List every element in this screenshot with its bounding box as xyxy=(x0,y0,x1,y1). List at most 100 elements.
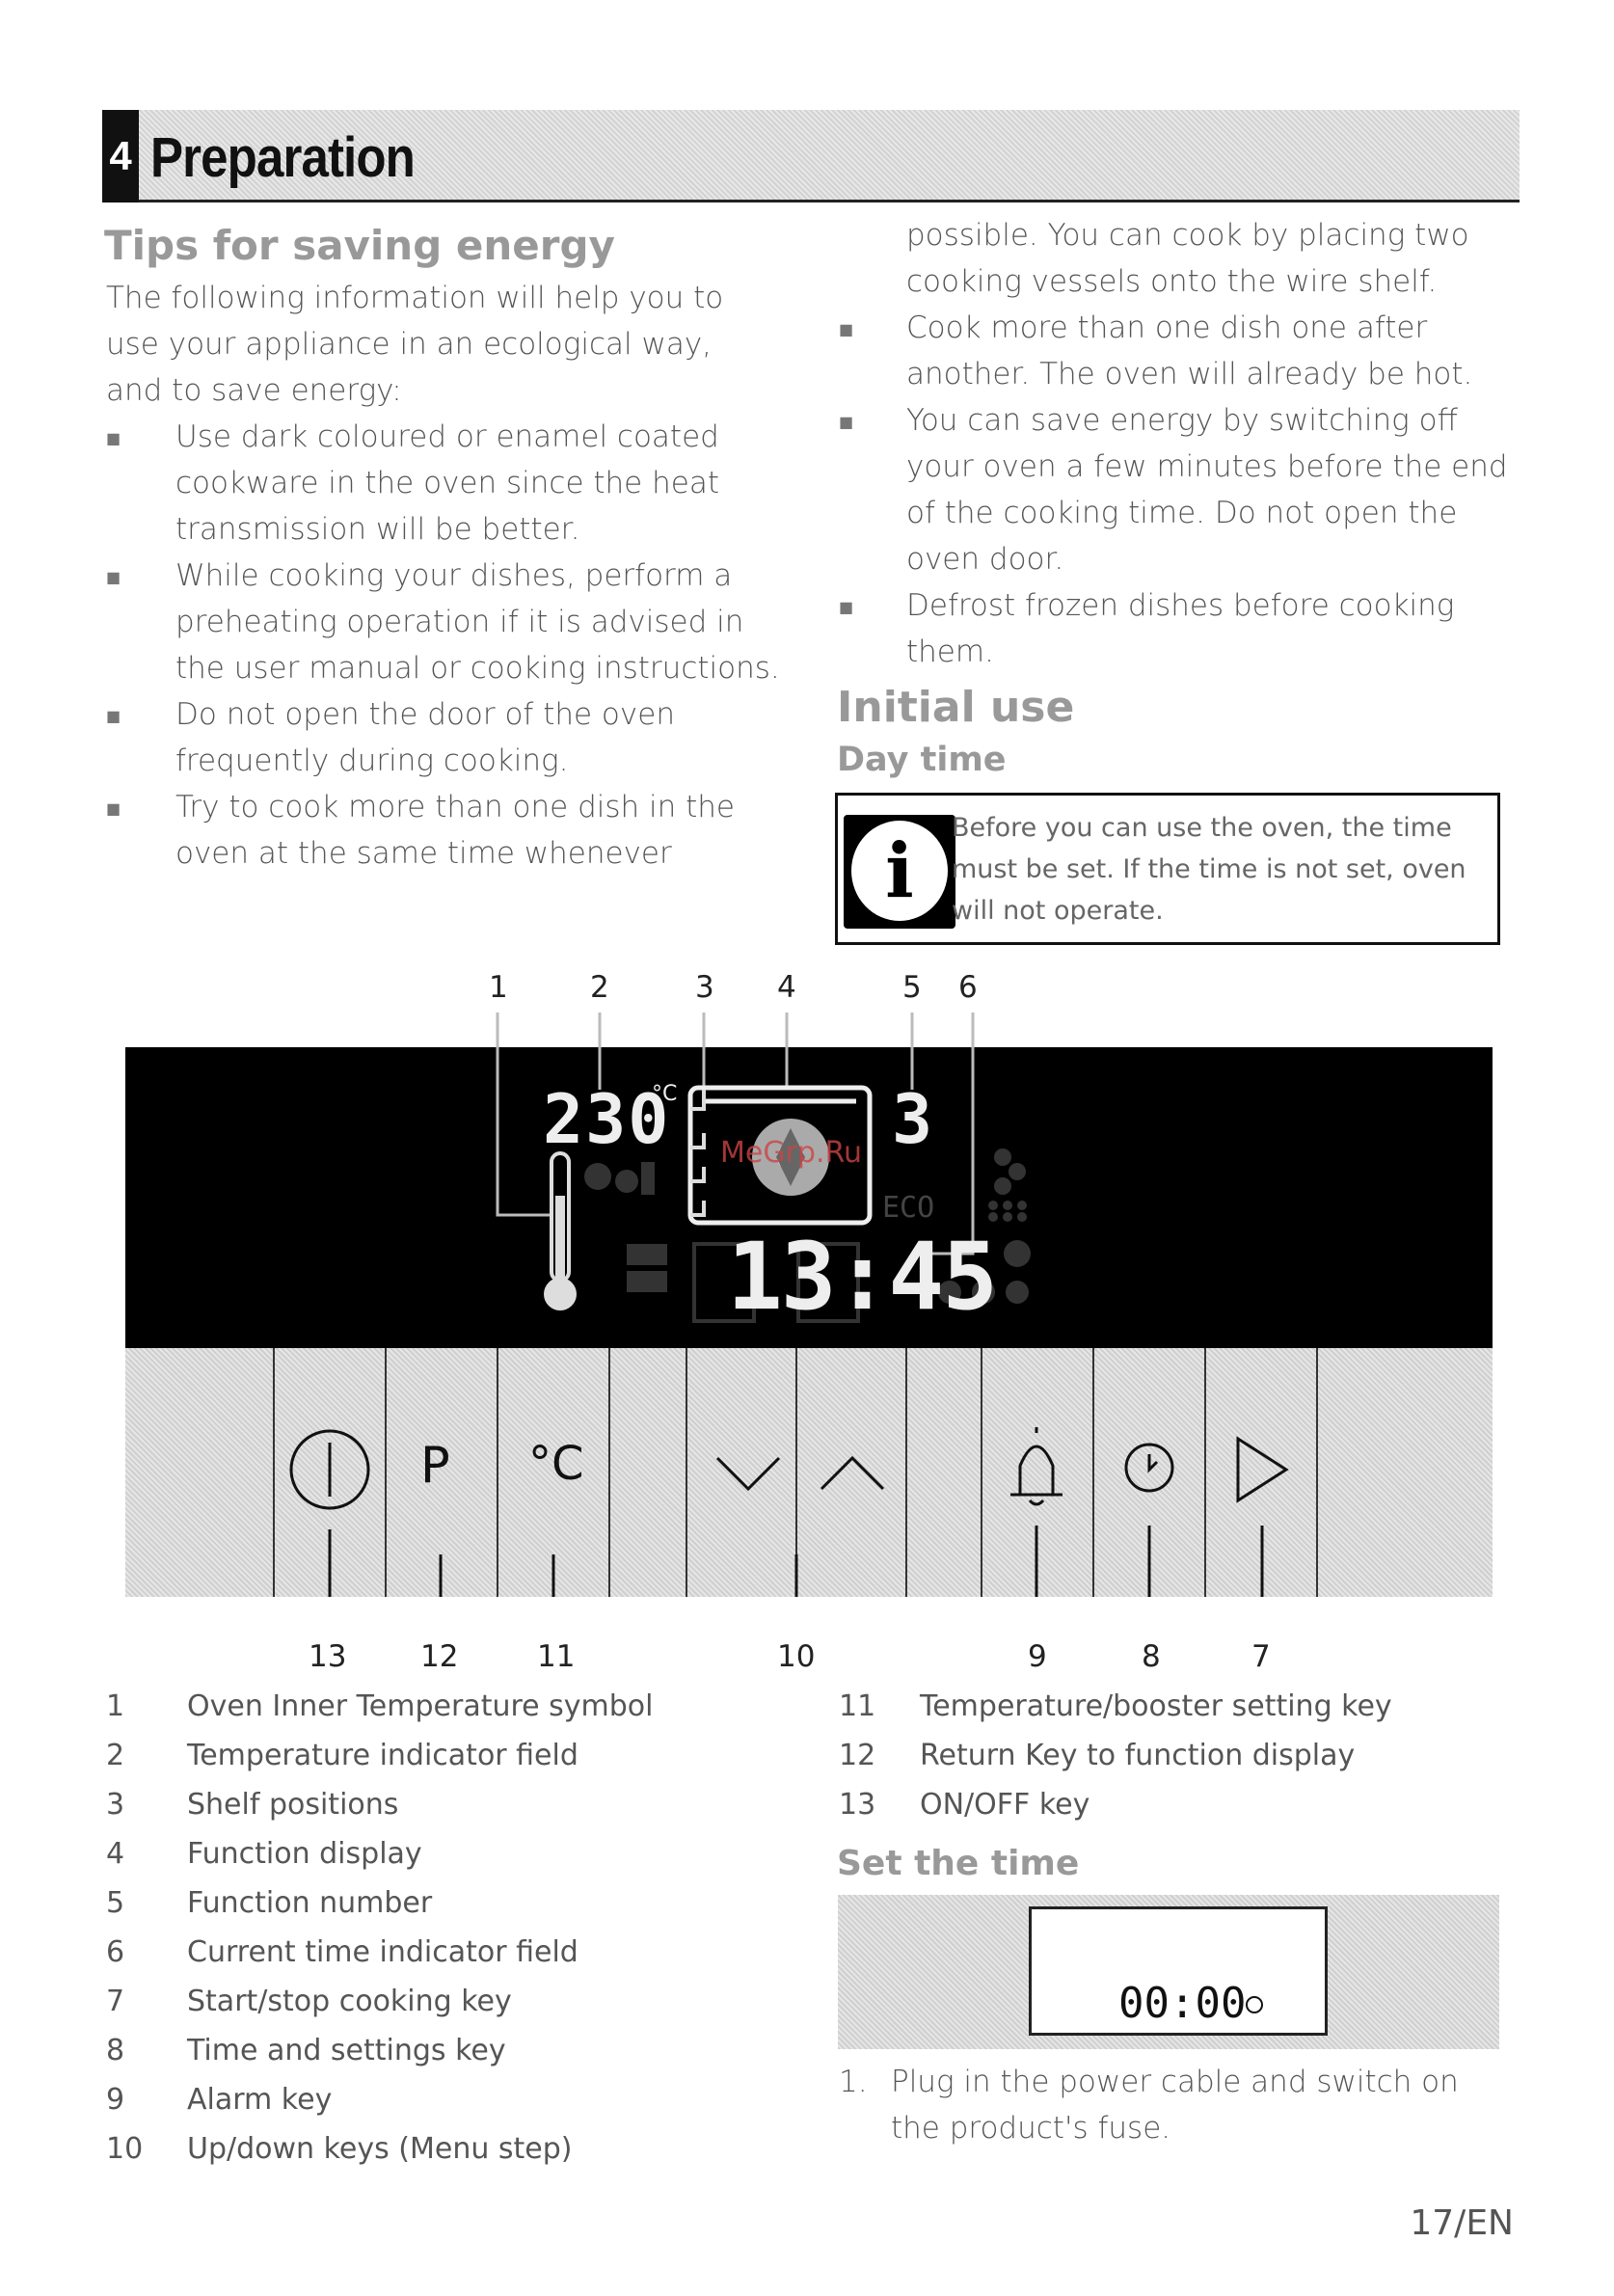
text-line: cookware in the oven since the heat xyxy=(175,466,719,500)
callout-6: 6 xyxy=(958,970,978,1005)
chevron-up-icon[interactable] xyxy=(820,1455,885,1491)
legend-number: 8 xyxy=(106,2034,125,2067)
text-line: cooking vessels onto the wire shelf. xyxy=(906,264,1438,299)
text-line: Before you can use the oven, the time xyxy=(952,813,1452,843)
legend-number: 10 xyxy=(106,2132,144,2166)
text-line: You can save energy by switching off xyxy=(906,403,1458,438)
text-line: preheating operation if it is advised in xyxy=(175,605,744,639)
legend-text: Alarm key xyxy=(187,2083,333,2117)
step-number: 1. xyxy=(839,2065,868,2099)
power-icon[interactable] xyxy=(289,1429,370,1510)
tips-intro: The following information will help you … xyxy=(106,275,723,414)
return-key[interactable]: P xyxy=(420,1437,451,1495)
day-time-heading: Day time xyxy=(837,741,1007,779)
set-time-figure: 00:00 xyxy=(838,1895,1499,2049)
legend-number: 4 xyxy=(106,1837,125,1871)
tip-bullet-3: Do not open the door of the oven frequen… xyxy=(175,691,675,784)
callout-2: 2 xyxy=(590,970,609,1005)
temperature-unit: °C xyxy=(652,1082,678,1106)
temperature-key[interactable]: °C xyxy=(528,1437,584,1491)
legend-text: Shelf positions xyxy=(187,1788,399,1822)
oven-display-panel xyxy=(125,1047,1493,1348)
bullet: ■ xyxy=(106,799,121,818)
legend-text: Up/down keys (Menu step) xyxy=(187,2132,573,2166)
callout-13: 13 xyxy=(309,1639,347,1674)
legend-text: Current time indicator field xyxy=(187,1935,578,1969)
text-line: Defrost frozen dishes before cooking xyxy=(906,588,1455,623)
text-line: the user manual or cooking instructions. xyxy=(175,651,780,686)
text-line: oven door. xyxy=(906,542,1064,577)
keys-drawing xyxy=(273,1348,1318,1597)
text-line: The following information will help you … xyxy=(106,281,724,315)
step-text: Plug in the power cable and switch on th… xyxy=(891,2059,1459,2151)
tip-bullet-6: You can save energy by switching off you… xyxy=(906,397,1508,582)
set-time-screen: 00:00 xyxy=(1029,1906,1328,2036)
text-line: While cooking your dishes, perform a xyxy=(175,558,733,593)
text-line: of the cooking time. Do not open the xyxy=(906,496,1458,530)
legend-number: 7 xyxy=(106,1985,125,2018)
text-line: use your appliance in an ecological way, xyxy=(106,327,713,362)
info-glyph: i xyxy=(851,821,948,921)
play-icon[interactable] xyxy=(1236,1436,1289,1503)
text-line: must be set. If the time is not set, ove… xyxy=(952,854,1466,884)
text-line: the product's fuse. xyxy=(891,2111,1171,2146)
text-line: and to save energy: xyxy=(106,373,402,408)
bullet: ■ xyxy=(106,429,121,447)
bullet: ■ xyxy=(839,598,854,616)
callout-7: 7 xyxy=(1251,1639,1271,1674)
chapter-number: 4 xyxy=(102,110,139,203)
page-number: 17/EN xyxy=(1410,2203,1514,2243)
legend-number: 13 xyxy=(839,1788,876,1822)
legend-number: 11 xyxy=(839,1689,876,1723)
food-icons xyxy=(584,1148,1031,1323)
text-line: frequently during cooking. xyxy=(175,743,569,778)
legend-text: Return Key to function display xyxy=(920,1739,1356,1772)
text-line: them. xyxy=(906,635,994,669)
text-line: transmission will be better. xyxy=(175,512,580,547)
text-line: Cook more than one dish one after xyxy=(906,311,1428,345)
text-line: your oven a few minutes before the end xyxy=(906,449,1508,484)
eco-label: ECO xyxy=(882,1191,934,1225)
callout-11: 11 xyxy=(537,1639,576,1674)
display-drawing: ECO MeGrp.Ru xyxy=(496,1013,1031,1323)
bullet: ■ xyxy=(839,413,854,431)
legend-number: 12 xyxy=(839,1739,876,1772)
clock-icon[interactable] xyxy=(1124,1443,1174,1493)
legend-number: 3 xyxy=(106,1788,125,1822)
function-number: 3 xyxy=(892,1080,933,1159)
text-line: another. The oven will already be hot. xyxy=(906,357,1473,392)
time-readout: 13:45 xyxy=(727,1223,998,1331)
callout-12: 12 xyxy=(420,1639,459,1674)
shelf-positions xyxy=(690,1090,706,1217)
text-line: Try to cook more than one dish in the xyxy=(175,790,736,824)
bullet: ■ xyxy=(839,320,854,338)
chevron-down-icon[interactable] xyxy=(715,1456,781,1492)
chapter-title: Preparation xyxy=(150,126,416,189)
tips-heading: Tips for saving energy xyxy=(104,222,615,269)
initial-use-heading: Initial use xyxy=(837,683,1075,732)
text-line: will not operate. xyxy=(952,896,1164,926)
set-time-heading: Set the time xyxy=(837,1844,1080,1883)
legend-text: Oven Inner Temperature symbol xyxy=(187,1689,654,1723)
legend-number: 5 xyxy=(106,1886,125,1920)
legend-text: Temperature/booster setting key xyxy=(920,1689,1392,1723)
legend-text: Function display xyxy=(187,1837,422,1871)
callout-10: 10 xyxy=(777,1639,816,1674)
callout-5: 5 xyxy=(902,970,922,1005)
text-line: oven at the same time whenever xyxy=(175,836,672,871)
tip-bullet-5: Cook more than one dish one after anothe… xyxy=(906,305,1472,397)
key-area xyxy=(125,1348,1493,1597)
legend-number: 6 xyxy=(106,1935,125,1969)
bell-icon[interactable] xyxy=(1010,1427,1063,1506)
tip-bullet-1: Use dark coloured or enamel coated cookw… xyxy=(175,414,719,553)
tip-bullet-7: Defrost frozen dishes before cooking the… xyxy=(906,582,1454,675)
tip-continued: possible. You can cook by placing two co… xyxy=(906,212,1469,305)
temperature-value: 230 xyxy=(543,1080,671,1159)
set-time-readout: 00:00 xyxy=(1118,1979,1247,2028)
callout-9: 9 xyxy=(1028,1639,1047,1674)
legend-text: Time and settings key xyxy=(187,2034,506,2067)
legend-text: Function number xyxy=(187,1886,433,1920)
legend-text: Start/stop cooking key xyxy=(187,1985,512,2018)
chapter-header: 4 Preparation xyxy=(102,110,1520,203)
legend-number: 2 xyxy=(106,1739,125,1772)
